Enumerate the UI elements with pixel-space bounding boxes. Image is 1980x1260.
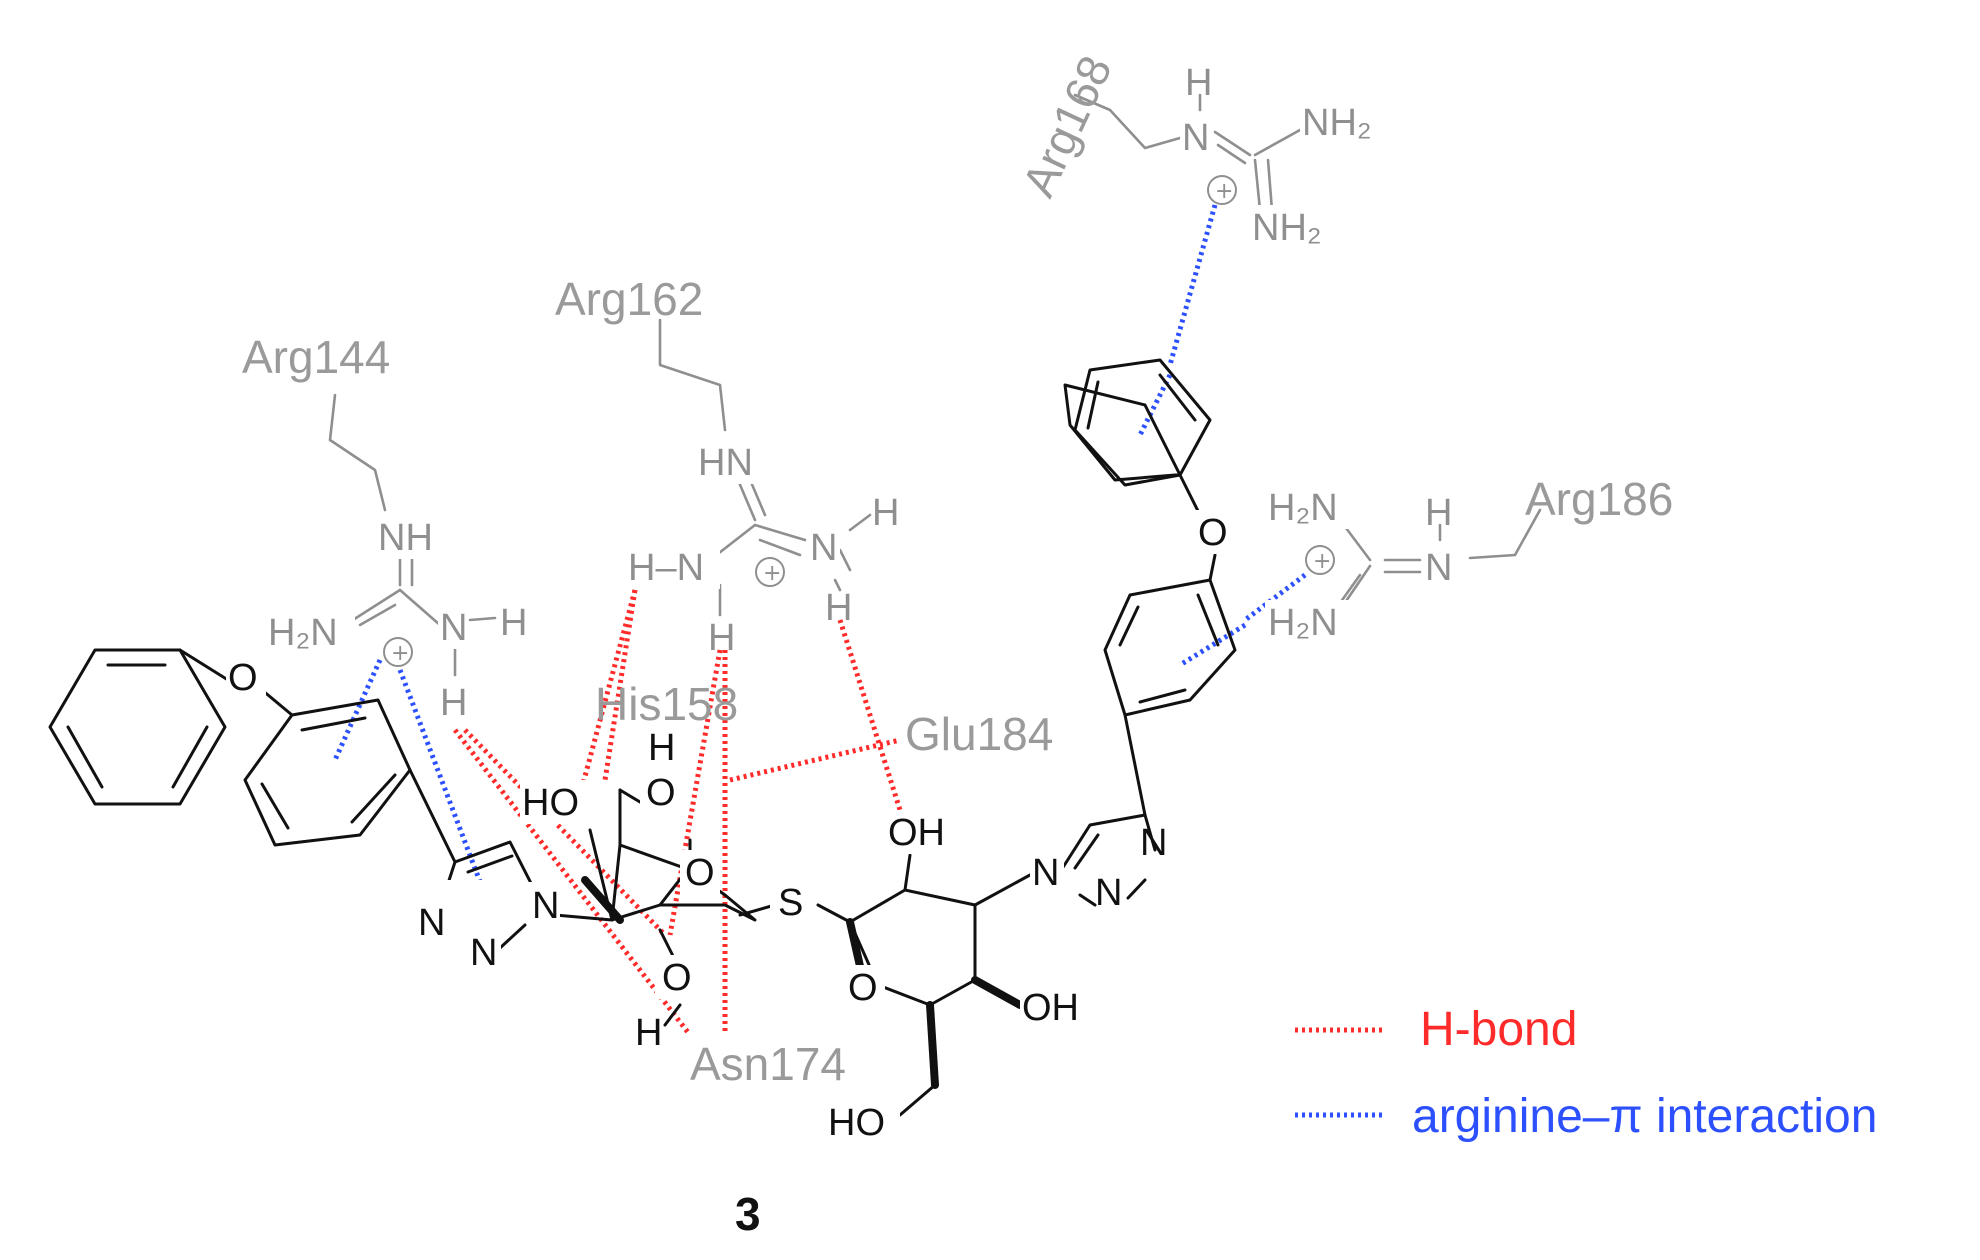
atom-s-thioglycoside: S [778,882,803,924]
atom-n-arg162-right: N [810,527,837,569]
atom-o-right-ether: O [1198,512,1228,554]
residue-arg168: Arg168 [1012,48,1122,204]
atom-h-arg162-lower: H [825,587,852,629]
residue-labels: Arg144 Arg162 Arg168 Arg186 His158 Glu18… [242,48,1673,1090]
atom-nh-arg144: NH [378,517,433,559]
atom-ho-glucose-bottom: HO [828,1102,885,1144]
atom-h-arg144-bottom: H [440,682,467,724]
residue-arg186: Arg186 [1525,473,1673,525]
atom-h2n-arg186-bottom: H₂N [1268,602,1338,644]
atom-n-right-triazole-1: N [1032,852,1059,894]
atom-h-arg144-right: H [500,602,527,644]
atom-h-left-bottom: H [635,1012,662,1054]
residue-asn174: Asn174 [690,1038,846,1090]
atom-n-arg186: N [1425,547,1452,589]
atom-labels: O N N N HO H O O S O H OH N N N O OH HO … [226,62,1452,1144]
legend-hbond-label: H-bond [1420,1003,1577,1056]
plus-charge-arg162: + [763,561,781,586]
atom-n-left-triazole-1: N [418,902,445,944]
protein-residues [328,93,1542,677]
atom-h-arg186: H [1425,492,1452,534]
legend: H-bond arginine–π interaction [1295,1003,1877,1143]
atom-n-left-triazole-2: N [470,932,497,974]
atom-nh2-arg168-bottom: NH₂ [1252,207,1322,249]
atom-oh-glucose-right: OH [1022,987,1079,1029]
atom-h-arg162-right: H [872,492,899,534]
atom-o-ring-left: O [685,852,715,894]
atom-o-ring-right: O [848,967,878,1009]
atom-h2n-arg186-top: H₂N [1268,487,1338,529]
atom-n-left-triazole-3: N [532,885,559,927]
atom-ho-left: HO [522,782,579,824]
atom-h-primary-oh: H [648,727,675,769]
atom-o-primary-oh: O [646,772,676,814]
arginine-pi-lines [332,204,1307,896]
atom-o-left-ether: O [228,657,258,699]
atom-o-left-bottom: O [662,957,692,999]
legend-arg-pi-label: arginine–π interaction [1412,1090,1877,1143]
atom-hn-arg162: HN [698,442,753,484]
atom-n-right-triazole-3: N [1140,822,1167,864]
plus-charge-arg186: + [1313,549,1331,574]
atom-n-arg168: N [1182,117,1209,159]
atom-oh-glucose-top: OH [888,812,945,854]
ligand-structure [48,358,1237,1117]
hbond-lines [453,589,903,1037]
residue-arg162: Arg162 [555,273,703,325]
residue-his158: His158 [595,678,738,730]
plus-charge-arg144: + [391,641,409,666]
atom-hn-dash-arg162: H–N [628,547,704,589]
atom-h2n-arg144: H₂N [268,612,338,654]
residue-glu184: Glu184 [905,708,1053,760]
compound-number: 3 [735,1188,761,1240]
atom-n-right-triazole-2: N [1095,872,1122,914]
plus-charge-arg168: + [1215,179,1233,204]
atom-h-arg162-bottom: H [708,617,735,659]
atom-n-arg144: N [440,607,467,649]
residue-arg144: Arg144 [242,331,390,383]
atom-nh2-arg168-top: NH₂ [1302,102,1372,144]
atom-h-arg168: H [1185,62,1212,104]
